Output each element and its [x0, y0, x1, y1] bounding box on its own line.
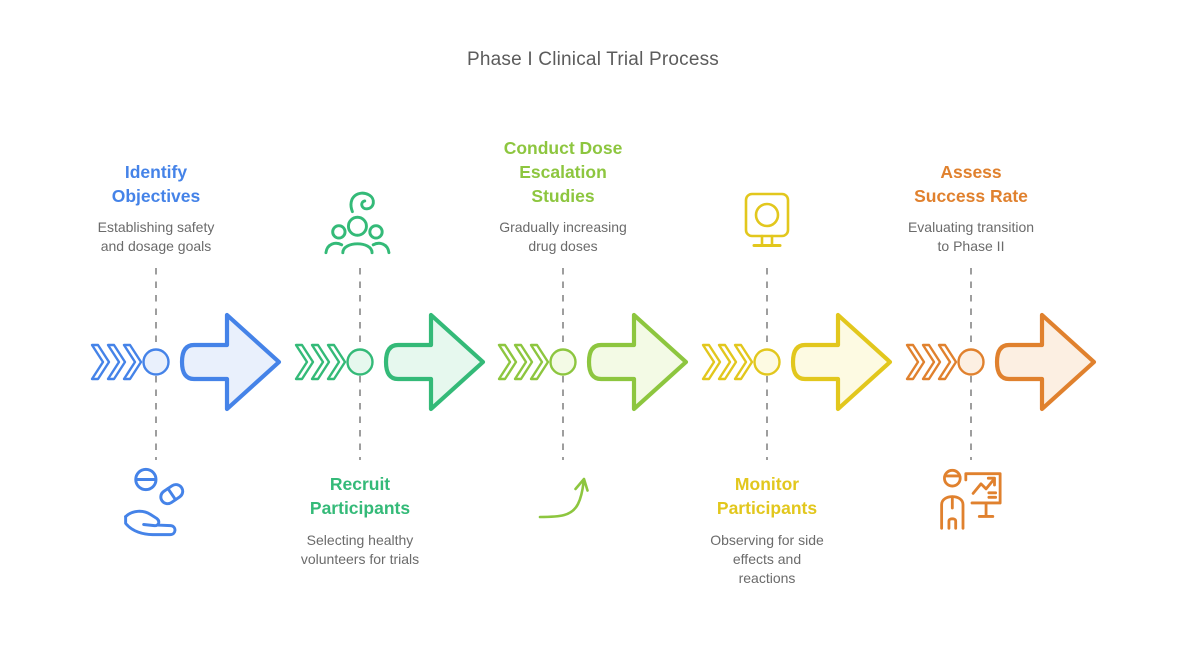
arrow-icon	[586, 312, 689, 412]
arrow-icon	[790, 312, 893, 412]
step-description: Observing for side effects and reactions	[710, 532, 824, 586]
hand-with-pills-icon	[124, 467, 185, 537]
step-title: Recruit Participants	[309, 474, 411, 518]
diagram-title: Phase I Clinical Trial Process	[466, 49, 720, 70]
arrow-icon	[383, 312, 486, 412]
select-person-from-group-icon	[324, 191, 391, 255]
step-title: Conduct Dose Escalation Studies	[503, 138, 623, 206]
flow-arrow	[905, 312, 1097, 412]
rising-curve-arrow-icon	[538, 477, 589, 519]
milestone-dot	[346, 348, 374, 376]
step-description: Establishing safety and dosage goals	[97, 219, 215, 254]
step-title: Identify Objectives	[111, 162, 201, 206]
chevrons-icon	[294, 343, 347, 381]
step-description: Selecting healthy volunteers for trials	[300, 532, 420, 567]
step-description: Gradually increasing drug doses	[499, 219, 627, 254]
milestone-dot	[142, 348, 170, 376]
milestone-dot	[549, 348, 577, 376]
presenter-with-chart-icon	[940, 468, 1002, 530]
step-title: Assess Success Rate	[914, 162, 1028, 206]
flow-arrow	[90, 312, 282, 412]
arrow-icon	[994, 312, 1097, 412]
step-title: Monitor Participants	[716, 474, 818, 518]
milestone-dot	[753, 348, 781, 376]
chevrons-icon	[90, 343, 143, 381]
arrow-icon	[179, 312, 282, 412]
chevrons-icon	[701, 343, 754, 381]
flow-arrow	[294, 312, 486, 412]
monitor-display-icon	[744, 192, 790, 247]
chevrons-icon	[905, 343, 958, 381]
milestone-dot	[957, 348, 985, 376]
flow-arrow	[497, 312, 689, 412]
step-description: Evaluating transition to Phase II	[907, 219, 1035, 254]
flow-arrow	[701, 312, 893, 412]
chevrons-icon	[497, 343, 550, 381]
